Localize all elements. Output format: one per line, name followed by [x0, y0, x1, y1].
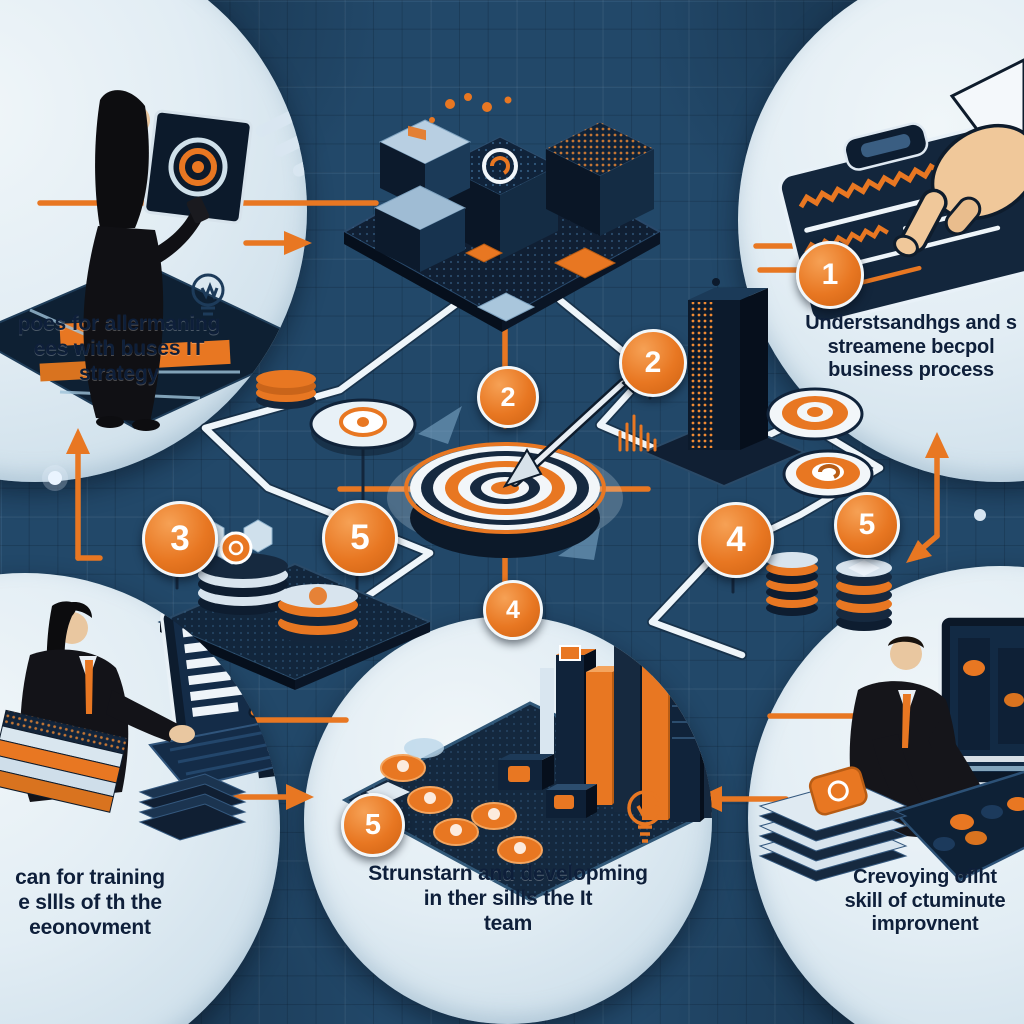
step-badge-4: 4: [698, 502, 774, 578]
step-text-top-right: Understsandhgs and s streamene becpol bu…: [798, 312, 1024, 383]
cube-right: [544, 121, 656, 236]
circuit-connectors: [42, 295, 986, 660]
menu-fins: [255, 97, 307, 177]
step-badge-5-right: 5: [834, 492, 900, 558]
step-text-line: in ther sillls the It: [423, 886, 593, 910]
step-text-line: Crevoying oflht: [853, 866, 997, 888]
step-badge-4-lower: 4: [483, 580, 543, 640]
dark-slab-stack: [138, 773, 247, 841]
step-text-line: skill of ctuminute: [844, 889, 1006, 912]
target-icon: [387, 365, 644, 558]
orange-tile: [553, 247, 617, 279]
light-tile: [476, 292, 536, 322]
step-text-bottom-center: Strunstarn and developming in ther silll…: [330, 862, 686, 936]
control-tablet: [892, 770, 1024, 882]
cube-left-low: [373, 185, 467, 272]
platform-buttons: [366, 738, 597, 864]
step-text-line: strategy: [78, 361, 160, 385]
isometric-data-blocks: [341, 93, 663, 332]
step-text-line: Strunstarn and developming: [368, 862, 648, 885]
step-text-line: eeonovment: [29, 915, 151, 939]
mini-orange-stack: [256, 370, 316, 409]
books-stack: [0, 709, 128, 813]
striped-cylinder-1: [766, 552, 818, 616]
step-badge-5-left: 5: [322, 500, 398, 576]
step-text-bottom-left: can for training e sllls of th the eeono…: [0, 866, 180, 940]
person-top-left: [83, 90, 210, 431]
step-badge-3: 3: [142, 501, 218, 577]
orange-lightbulb-icon: [627, 790, 663, 843]
skyscraper-tower: [688, 278, 768, 450]
step-text-line: poes for allermaning: [17, 312, 221, 335]
step-text-line: Understsandhgs and s: [805, 312, 1017, 334]
cube-left-top: [378, 119, 472, 210]
step-badge-2-center: 2: [477, 366, 539, 428]
striped-cylinder-2: [836, 559, 892, 631]
step-text-line: ees with buses IT: [33, 336, 205, 360]
droplets: [429, 93, 512, 123]
step-text-bottom-right: Crevoying oflht skill of ctuminute impro…: [826, 866, 1024, 937]
orange-city-glyph: [618, 414, 657, 452]
step-text-line: can for training: [15, 866, 165, 889]
white-disc-node: [309, 398, 417, 456]
step-text-line: streamene becpol: [827, 335, 995, 358]
step-text-line: e sllls of th the: [18, 890, 162, 914]
pointing-hand: [893, 57, 1024, 258]
shield-card-icon: [808, 766, 868, 816]
step-badge-5-bottom: 5: [341, 793, 405, 857]
scene-top-left: [0, 90, 307, 431]
server-tower-and-rings: [618, 278, 892, 631]
side-screen: [143, 109, 253, 225]
step-badge-1: 1: [796, 241, 864, 309]
orange-ring-disc-1: [766, 387, 864, 441]
stacked-discs-platform: [157, 370, 433, 690]
pancake-stack-navy: [198, 553, 288, 615]
plates-stack: [758, 766, 908, 882]
workstation-monitor: [938, 614, 1024, 786]
step-text-line: team: [483, 911, 533, 935]
orange-ring-disc-2: [782, 449, 874, 499]
pancake-stack-orange: [278, 584, 358, 644]
orange-tile-small: [464, 243, 504, 263]
lightbulb-icon: [191, 273, 225, 316]
scene-bottom-right: [758, 614, 1024, 882]
step-text-line: improvnent: [871, 913, 979, 936]
step-badge-2-right: 2: [619, 329, 687, 397]
step-text-top-left: poes for allermaning ees with buses IT s…: [0, 312, 238, 386]
step-text-line: business process: [828, 359, 994, 382]
orange-flow-arrows: [37, 200, 949, 812]
